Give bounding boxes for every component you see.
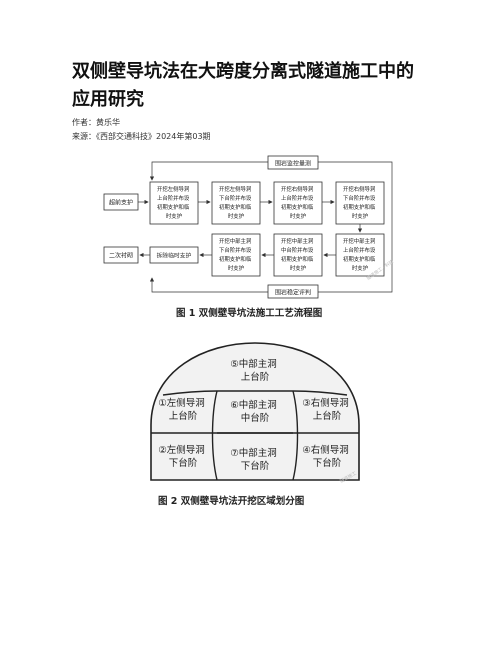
step-text: 开挖右侧导洞 — [343, 185, 375, 193]
step-text: 上台阶并布设 — [281, 194, 314, 202]
row1-steps: 开挖左侧导洞 上台阶并布设 初期支护和临 时支护 开挖左侧导洞 下台阶并布设 初… — [149, 181, 385, 225]
region-7-sub: 下台阶 — [241, 460, 270, 472]
region-7-label: ⑦中部主洞 — [230, 447, 277, 459]
step-text: 初期支护和临 — [219, 255, 252, 263]
region-1-label: ①左侧导洞 — [158, 397, 205, 409]
row2-steps: 开挖中部主洞 上台阶并布设 初期支护和临 时支护 开挖中部主洞 中台阶并布设 初… — [103, 233, 385, 277]
step-box — [211, 233, 261, 277]
svg-text:开挖中部主洞 中台阶并布设 初期支护: 开挖中部主洞 中台阶并布设 初期支护和临 时支护 — [281, 237, 315, 272]
region-1-sub: 上台阶 — [169, 410, 198, 422]
step-text: 下台阶并布设 — [219, 194, 252, 202]
step-box — [211, 181, 261, 225]
svg-text:③右侧导洞 上台阶: ③右侧导洞 上台阶 — [302, 397, 352, 422]
author-line: 作者：黄乐华 — [72, 118, 120, 127]
step-text: 时支护 — [290, 212, 306, 220]
svg-text:开挖右侧导洞 上台阶并布设 初期支护: 开挖右侧导洞 上台阶并布设 初期支护和临 时支护 — [281, 185, 315, 220]
svg-text:⑥中部主洞 中台阶: ⑥中部主洞 中台阶 — [230, 399, 280, 424]
step-text: 开挖中部主洞 — [219, 237, 251, 245]
svg-text:⑤中部主洞 上台阶: ⑤中部主洞 上台阶 — [230, 358, 280, 383]
region-4-label: ④右侧导洞 — [302, 444, 349, 456]
svg-text:开挖中部主洞 下台阶并布设 初期支护: 开挖中部主洞 下台阶并布设 初期支护和临 时支护 — [219, 237, 253, 272]
step-box — [149, 181, 199, 225]
region-2-sub: 下台阶 — [169, 457, 198, 469]
title-line-1: 双侧壁导坑法在大跨度分离式隧道施工中的 — [72, 61, 414, 82]
stability-box — [267, 284, 319, 299]
step-text: 时支护 — [352, 264, 368, 272]
region-3-label: ③右侧导洞 — [302, 397, 349, 409]
pre-support-label: 超前支护 — [109, 199, 133, 207]
step-text: 初期支护和临 — [343, 203, 376, 211]
step-text: 开挖中部主洞 — [281, 237, 313, 245]
svg-text:开挖右侧导洞 下台阶并布设 初期支护: 开挖右侧导洞 下台阶并布设 初期支护和临 时支护 — [343, 185, 377, 220]
second-lining-box — [103, 246, 139, 264]
svg-text:②左侧导洞 下台阶: ②左侧导洞 下台阶 — [158, 444, 208, 469]
step-text: 中台阶并布设 — [281, 246, 314, 254]
article-title: 双侧壁导坑法在大跨度分离式隧道施工中的 应用研究 — [72, 58, 442, 114]
svg-text:开挖左侧导洞 下台阶并布设 初期支护: 开挖左侧导洞 下台阶并布设 初期支护和临 时支护 — [219, 185, 253, 220]
figure2-caption: 图 2 双侧壁导坑法开挖区域划分图 — [158, 496, 305, 507]
monitoring-label: 围岩监控量测 — [275, 160, 311, 168]
step-text: 开挖右侧导洞 — [281, 185, 313, 193]
step-text: 时支护 — [166, 212, 182, 220]
monitoring-box — [267, 155, 319, 170]
step-text: 上台阶并布设 — [157, 194, 190, 202]
step-text: 初期支护和临 — [281, 255, 314, 263]
region-2-label: ②左侧导洞 — [158, 444, 205, 456]
svg-text:开挖左侧导洞 上台阶并布设 初期支护: 开挖左侧导洞 上台阶并布设 初期支护和临 时支护 — [157, 185, 191, 220]
tunnel-outline — [150, 342, 360, 481]
region-6-sub: 中台阶 — [241, 412, 270, 424]
step-text: 下台阶并布设 — [219, 246, 252, 254]
figure1-caption: 图 1 双侧壁导坑法施工工艺流程图 — [176, 308, 323, 319]
region-4-sub: 下台阶 — [313, 457, 342, 469]
step-text: 时支护 — [228, 212, 244, 220]
step-text: 初期支护和临 — [281, 203, 314, 211]
svg-text:开挖中部主洞 上台阶并布设 初期支护: 开挖中部主洞 上台阶并布设 初期支护和临 时支护 — [343, 237, 377, 272]
remove-support-label: 拆除临时支护 — [157, 252, 192, 260]
figure2-region-diagram: ⑤中部主洞 上台阶 ①左侧导洞 上台阶 ⑥中部主洞 中台阶 ③右侧导洞 上台阶 … — [150, 342, 360, 485]
step-text: 初期支护和临 — [343, 255, 376, 263]
source-line: 来源：《西部交通科技》2024年第03期 — [72, 132, 211, 141]
region-3-sub: 上台阶 — [313, 410, 342, 422]
second-lining-label: 二次衬砌 — [109, 252, 133, 260]
region-6-label: ⑥中部主洞 — [230, 399, 277, 411]
step-text: 上台阶并布设 — [343, 246, 376, 254]
step-text: 初期支护和临 — [219, 203, 252, 211]
step-text: 开挖左侧导洞 — [219, 185, 251, 193]
region-5-sub: 上台阶 — [241, 371, 270, 383]
step-text: 开挖中部主洞 — [343, 237, 375, 245]
svg-text:④右侧导洞 下台阶: ④右侧导洞 下台阶 — [302, 444, 352, 469]
stability-label: 围岩稳定评判 — [275, 289, 311, 297]
step-text: 开挖左侧导洞 — [157, 185, 189, 193]
step-text: 下台阶并布设 — [343, 194, 376, 202]
step-box — [273, 233, 323, 277]
step-text: 时支护 — [228, 264, 244, 272]
step-box — [273, 181, 323, 225]
step-box — [335, 233, 385, 277]
region-5-label: ⑤中部主洞 — [230, 358, 277, 370]
step-text: 时支护 — [290, 264, 306, 272]
figure1-flowchart: 围岩监控量测 超前支护 开挖左侧导洞 上台阶并布设 初期支护和临 时支护 开挖左… — [103, 155, 395, 299]
svg-text:①左侧导洞 上台阶: ①左侧导洞 上台阶 — [158, 397, 208, 422]
step-text: 初期支护和临 — [157, 203, 190, 211]
svg-text:⑦中部主洞 下台阶: ⑦中部主洞 下台阶 — [230, 447, 280, 472]
step-text: 时支护 — [352, 212, 368, 220]
title-line-2: 应用研究 — [72, 89, 144, 110]
step-box — [335, 181, 385, 225]
